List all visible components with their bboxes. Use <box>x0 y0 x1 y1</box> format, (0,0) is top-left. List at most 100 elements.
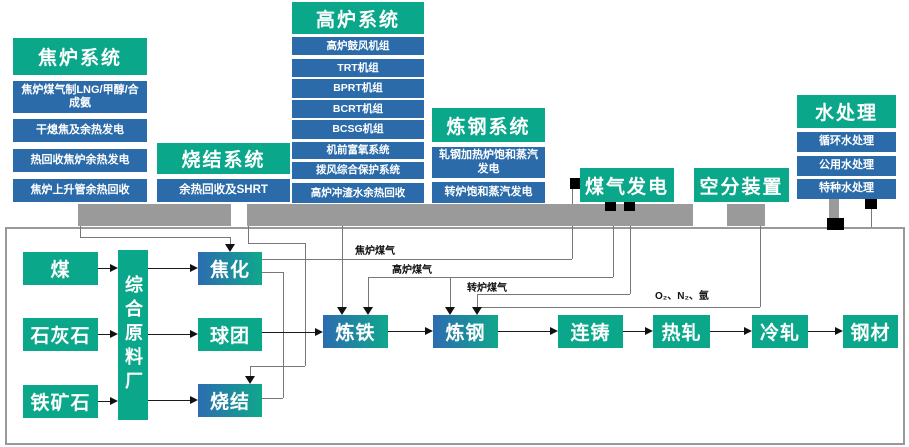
connector-line <box>613 211 614 277</box>
arrow-down-icon <box>337 307 347 315</box>
system-blast-furnace-item-6: 拨风综合保护系统 <box>292 162 424 179</box>
flow-box-continuous-casting: 连铸 <box>558 315 623 348</box>
connector-line <box>368 277 369 309</box>
system-blast-furnace-header: 高炉系统 <box>292 2 424 34</box>
connector-node <box>827 218 844 230</box>
system-steelmaking-system-item-0: 轧钢加热炉饱和蒸汽发电 <box>432 147 545 178</box>
connector-line <box>368 277 613 278</box>
arrow-down-icon <box>225 244 235 252</box>
connector-line <box>250 366 251 378</box>
connector-bar <box>829 198 839 219</box>
system-blast-furnace-item-4: BCSG机组 <box>292 120 424 139</box>
flow-box-sintering: 烧结 <box>198 384 262 417</box>
connector-node <box>624 201 635 211</box>
connector-line <box>477 294 478 309</box>
arrow-right-icon <box>110 264 118 272</box>
flow-box-hot-rolling: 热轧 <box>653 315 710 348</box>
arrow-right-icon <box>425 327 433 335</box>
system-steelmaking-system-item-1: 转炉饱和蒸汽发电 <box>432 182 545 203</box>
connector-line <box>250 366 305 367</box>
connector-line <box>262 259 572 260</box>
system-blast-furnace-item-7: 高炉冲渣水余热回收 <box>292 183 424 203</box>
connector-bar <box>78 204 231 226</box>
label-blast-furnace-gas: 高炉煤气 <box>392 265 432 276</box>
arrow-right-icon <box>550 327 558 335</box>
flow-box-ironmaking: 炼铁 <box>323 315 388 348</box>
system-coke-oven-item-2: 热回收焦炉余热发电 <box>13 149 147 172</box>
connector-node <box>570 178 581 189</box>
flow-arrow-line <box>623 331 646 332</box>
system-sintering-system-header: 烧结系统 <box>157 143 290 174</box>
system-blast-furnace-item-5: 机前富氧系统 <box>292 142 424 159</box>
flow-arrow-line <box>98 268 111 269</box>
flow-box-cold-rolling: 冷轧 <box>752 315 808 348</box>
arrow-right-icon <box>110 330 118 338</box>
connector-line <box>760 226 761 307</box>
system-steelmaking-system-header: 炼钢系统 <box>432 108 545 142</box>
flow-box-steelmaking: 炼钢 <box>433 315 498 348</box>
flow-arrow-line <box>98 401 111 402</box>
connector-line <box>262 398 283 399</box>
system-water-treatment-item-0: 循环水处理 <box>797 132 896 152</box>
connector-line <box>630 211 631 294</box>
label-converter-gas: 转炉煤气 <box>467 283 507 294</box>
label-air-products: O₂、N₂、氩 <box>655 291 709 302</box>
system-coke-oven-item-1: 干熄焦及余热发电 <box>13 119 147 142</box>
flow-box-raw-material-yard: 综合原料厂 <box>118 250 148 420</box>
system-air-separation-header: 空分装置 <box>694 168 789 202</box>
arrow-right-icon <box>645 327 653 335</box>
connector-line <box>80 237 230 238</box>
system-blast-furnace-item-1: TRT机组 <box>292 59 424 77</box>
arrow-right-icon <box>315 328 323 336</box>
flow-arrow-line <box>498 331 551 332</box>
arrow-right-icon <box>835 327 843 335</box>
flow-box-pelletizing: 球团 <box>198 318 262 351</box>
arrow-down-icon <box>245 376 255 384</box>
connector-line <box>305 243 306 366</box>
arrow-down-icon <box>445 307 455 315</box>
connector-line <box>248 243 305 244</box>
flow-box-coking: 焦化 <box>198 252 262 285</box>
connector-line <box>450 277 451 309</box>
system-coke-oven-item-0: 焦炉煤气制LNG/甲醇/合成氨 <box>13 81 147 113</box>
connector-line <box>477 294 630 295</box>
flow-arrow-line <box>262 332 316 333</box>
connector-line <box>283 272 284 398</box>
connector-bar <box>247 204 693 226</box>
arrow-right-icon <box>744 327 752 335</box>
flow-arrow-line <box>808 331 836 332</box>
connector-line <box>342 226 343 309</box>
system-blast-furnace-item-0: 高炉鼓风机组 <box>292 37 424 55</box>
connector-line <box>80 226 81 237</box>
arrow-right-icon <box>190 396 198 404</box>
system-coke-oven-item-3: 焦炉上升管余热回收 <box>13 179 147 202</box>
flow-box-limestone: 石灰石 <box>23 318 98 351</box>
flow-box-iron-ore: 铁矿石 <box>23 385 98 418</box>
flow-arrow-line <box>98 334 111 335</box>
system-coke-oven-header: 焦炉系统 <box>13 38 147 75</box>
connector-line <box>262 272 283 273</box>
system-blast-furnace-item-3: BCRT机组 <box>292 100 424 118</box>
system-sintering-system-item-0: 余热回收及SHRT <box>157 179 290 202</box>
connector-line <box>230 237 231 246</box>
connector-line <box>871 209 872 227</box>
flow-box-coal: 煤 <box>23 252 98 285</box>
flow-arrow-line <box>710 331 745 332</box>
connector-bar <box>727 204 765 226</box>
arrow-down-icon <box>472 307 482 315</box>
connector-node <box>605 201 616 211</box>
flow-arrow-line <box>148 334 191 335</box>
flow-arrow-line <box>148 268 191 269</box>
system-water-treatment-header: 水处理 <box>797 95 896 128</box>
label-coke-oven-gas: 焦炉煤气 <box>355 246 395 257</box>
system-gas-power-header: 煤气发电 <box>580 168 674 202</box>
flow-arrow-line <box>388 331 426 332</box>
connector-line <box>248 226 249 243</box>
connector-node <box>865 197 877 209</box>
arrow-right-icon <box>110 397 118 405</box>
arrow-right-icon <box>190 330 198 338</box>
system-blast-furnace-item-2: BPRT机组 <box>292 79 424 98</box>
arrow-right-icon <box>190 264 198 272</box>
connector-line <box>477 307 760 308</box>
